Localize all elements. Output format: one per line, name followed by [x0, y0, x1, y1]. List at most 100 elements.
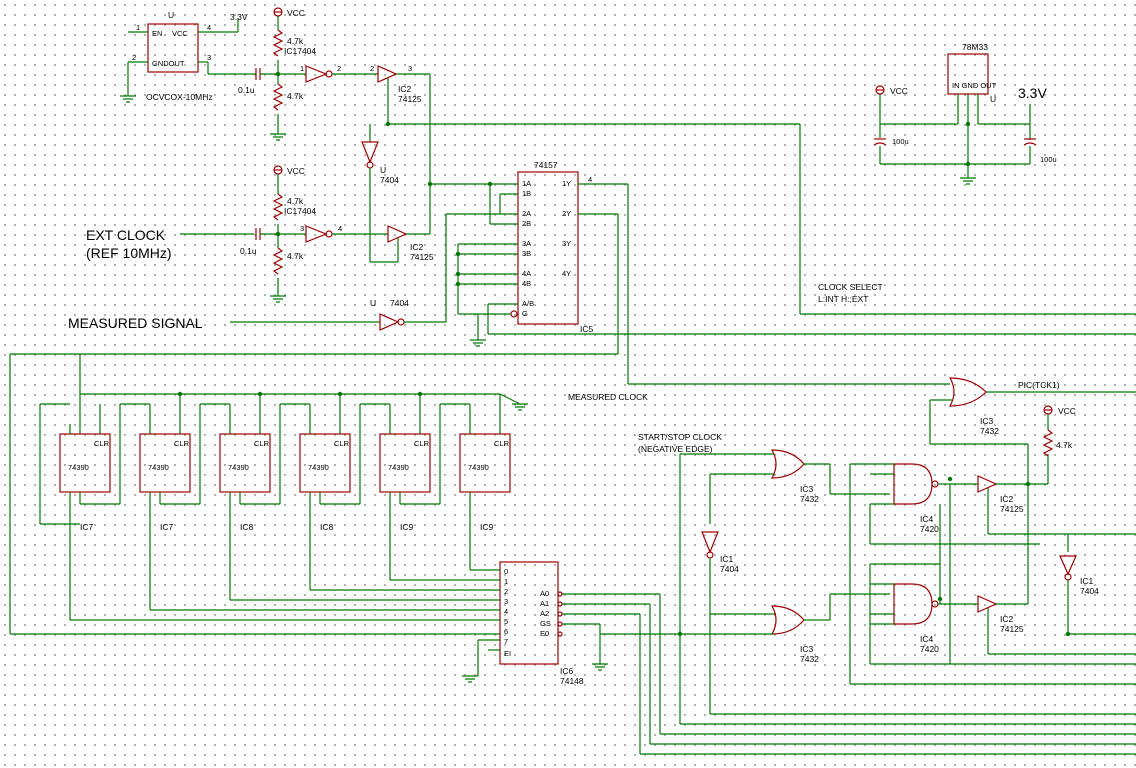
ic3-type-2: 7432: [800, 494, 819, 504]
c5-type: 74390: [388, 463, 409, 472]
ground-icon: [592, 663, 608, 671]
bias-network-1: VCC 4.7k 4.7k IC17404: [270, 7, 316, 141]
clock-select-wire: CLOCK SELECT L:INT H:;EXT: [799, 124, 1136, 315]
mux-pin-2b: 2B: [522, 219, 531, 228]
r4-value: 4.7k: [287, 251, 304, 261]
ic2-type-2: 74125: [410, 252, 434, 262]
clock-select-sublabel: L:INT H:;EXT: [818, 294, 868, 304]
mux-pin-1y: 1Y: [562, 179, 571, 188]
c4-type: 74390: [308, 463, 329, 472]
ic3-type-3: 7432: [800, 654, 819, 664]
r3-value: 4.7k: [287, 196, 304, 206]
mux-pin-2a: 2A: [522, 209, 531, 218]
c6-clr: CLR: [494, 439, 510, 448]
inv2-pin4: 4: [338, 224, 342, 233]
enc-a1: A1: [540, 599, 549, 608]
inverter-u-vertical: U 7404: [361, 124, 399, 228]
mux-pin-4y: 4Y: [562, 269, 571, 278]
mux-pin-1b: 1B: [522, 189, 531, 198]
ground-icon: [120, 95, 136, 103]
u-label-2: U: [380, 165, 386, 175]
mux-out-pin4: 4: [588, 175, 592, 184]
ic1-label-2: IC17404: [284, 206, 316, 216]
measured-clock-label: MEASURED CLOCK: [568, 392, 648, 402]
c5-ic: IC9: [400, 522, 414, 532]
counter-row: 74390 IC7 CLR 74390 IC7 CLR: [9, 354, 528, 635]
regulator-78m33: 78M33 IN GND OUT U VCC 100u 100u 3.3V: [873, 42, 1057, 185]
enc-in-3: 3: [504, 597, 508, 606]
c1-ic: IC7: [80, 522, 94, 532]
start-stop-sublabel: (NEGATIVE EDGE): [638, 444, 713, 454]
enc-in-1: 1: [504, 577, 508, 586]
cap2-value: 0.1u: [240, 246, 257, 256]
ic2-label-4: IC2: [1000, 614, 1014, 624]
c4-ic: IC8: [320, 522, 334, 532]
osc-pin2: 2: [132, 53, 136, 62]
oscillator: EN VCC GNDOUT U 3.3V OCVCOX-10MHz 1 2 3 …: [120, 10, 248, 103]
enc-in-6: 6: [504, 627, 508, 636]
pic-or-gate: MEASURED CLOCK PIC(TCK1) IC3 7432: [568, 377, 1136, 445]
start-stop-label: START/STOP CLOCK: [638, 432, 722, 442]
buffer-ic2b: IC2 74125: [369, 184, 434, 263]
bottom-bus: [639, 594, 1136, 755]
ic4-type-2: 7420: [920, 644, 939, 654]
osc-u-label: U: [168, 10, 174, 20]
c3-type: 74390: [228, 463, 249, 472]
inverter-ic1b: 3 4: [300, 224, 370, 243]
ground-icon: [512, 403, 528, 411]
ic3-type-top: 7432: [980, 426, 999, 436]
c5-clr: CLR: [414, 439, 430, 448]
ground-icon: [462, 675, 478, 683]
cap-100u-2: 100u: [1040, 155, 1057, 164]
nand-ic4a: IC4 7420: [850, 463, 978, 664]
ext-clock-sublabel: (REF 10MHz): [86, 245, 172, 261]
capacitor-c1: 0.1u: [238, 68, 278, 95]
c1-type: 74390: [68, 463, 89, 472]
reg-3v3-label: 3.3V: [1018, 85, 1047, 101]
osc-gndout-label: GNDOUT: [152, 59, 185, 68]
mux-pin-3y: 3Y: [562, 239, 571, 248]
enc-in-4: 4: [504, 607, 508, 616]
vcc-label-1: VCC: [287, 8, 305, 18]
inv2-pin3: 3: [300, 224, 304, 233]
c1-clr: CLR: [94, 439, 110, 448]
ground-icon: [470, 339, 486, 347]
counter-ic9b: 74390 IC9 CLR: [440, 394, 511, 570]
r2-value: 4.7k: [287, 91, 304, 101]
mux-type: 74157: [534, 160, 558, 170]
r1-value: 4.7k: [287, 36, 304, 46]
or-gate-ic3b: IC3 7432: [600, 593, 890, 664]
c6-type: 74390: [468, 463, 489, 472]
inverter-ic1a: 1 2: [300, 64, 378, 83]
counter-ic9a: 74390 IC9 CLR: [360, 394, 441, 580]
vcc-label-pullup: VCC: [1058, 406, 1076, 416]
measured-signal-label: MEASURED SIGNAL: [68, 315, 203, 331]
enc-in-5: 5: [504, 617, 508, 626]
pullup-value: 4.7k: [1056, 440, 1073, 450]
vcc-label-2: VCC: [287, 166, 305, 176]
ic2-label-2: IC2: [410, 242, 424, 252]
pic-tck1-label: PIC(TCK1): [1018, 380, 1060, 390]
junction-dots: [177, 71, 1071, 637]
c2-type: 74390: [148, 463, 169, 472]
enc-in-0: 0: [504, 567, 508, 576]
clock-select-label: CLOCK SELECT: [818, 282, 883, 292]
enc-in-7: 7: [504, 637, 508, 646]
osc-pin3: 3: [207, 53, 211, 62]
u-label-3: U: [370, 298, 376, 308]
osc-en-label: EN: [152, 29, 162, 38]
counter-ic7a: 74390 IC7 CLR: [39, 403, 121, 620]
reg-type: 78M33: [962, 42, 988, 52]
ic3-label-top: IC3: [980, 416, 994, 426]
ic1-type-4: 7404: [1080, 586, 1099, 596]
c4-clr: CLR: [334, 439, 350, 448]
c2-ic: IC7: [160, 522, 174, 532]
ground-icon: [270, 295, 286, 303]
ic3-label-2: IC3: [800, 484, 814, 494]
counter-ic8a: 74390 IC8 CLR: [200, 394, 281, 600]
enc-in-2: 2: [504, 587, 508, 596]
buf1-pin2: 2: [370, 64, 374, 73]
buffer-ic2c: IC2 74125: [977, 454, 1136, 535]
ic4-label-2: IC4: [920, 634, 934, 644]
vcc-label-reg: VCC: [890, 86, 908, 96]
